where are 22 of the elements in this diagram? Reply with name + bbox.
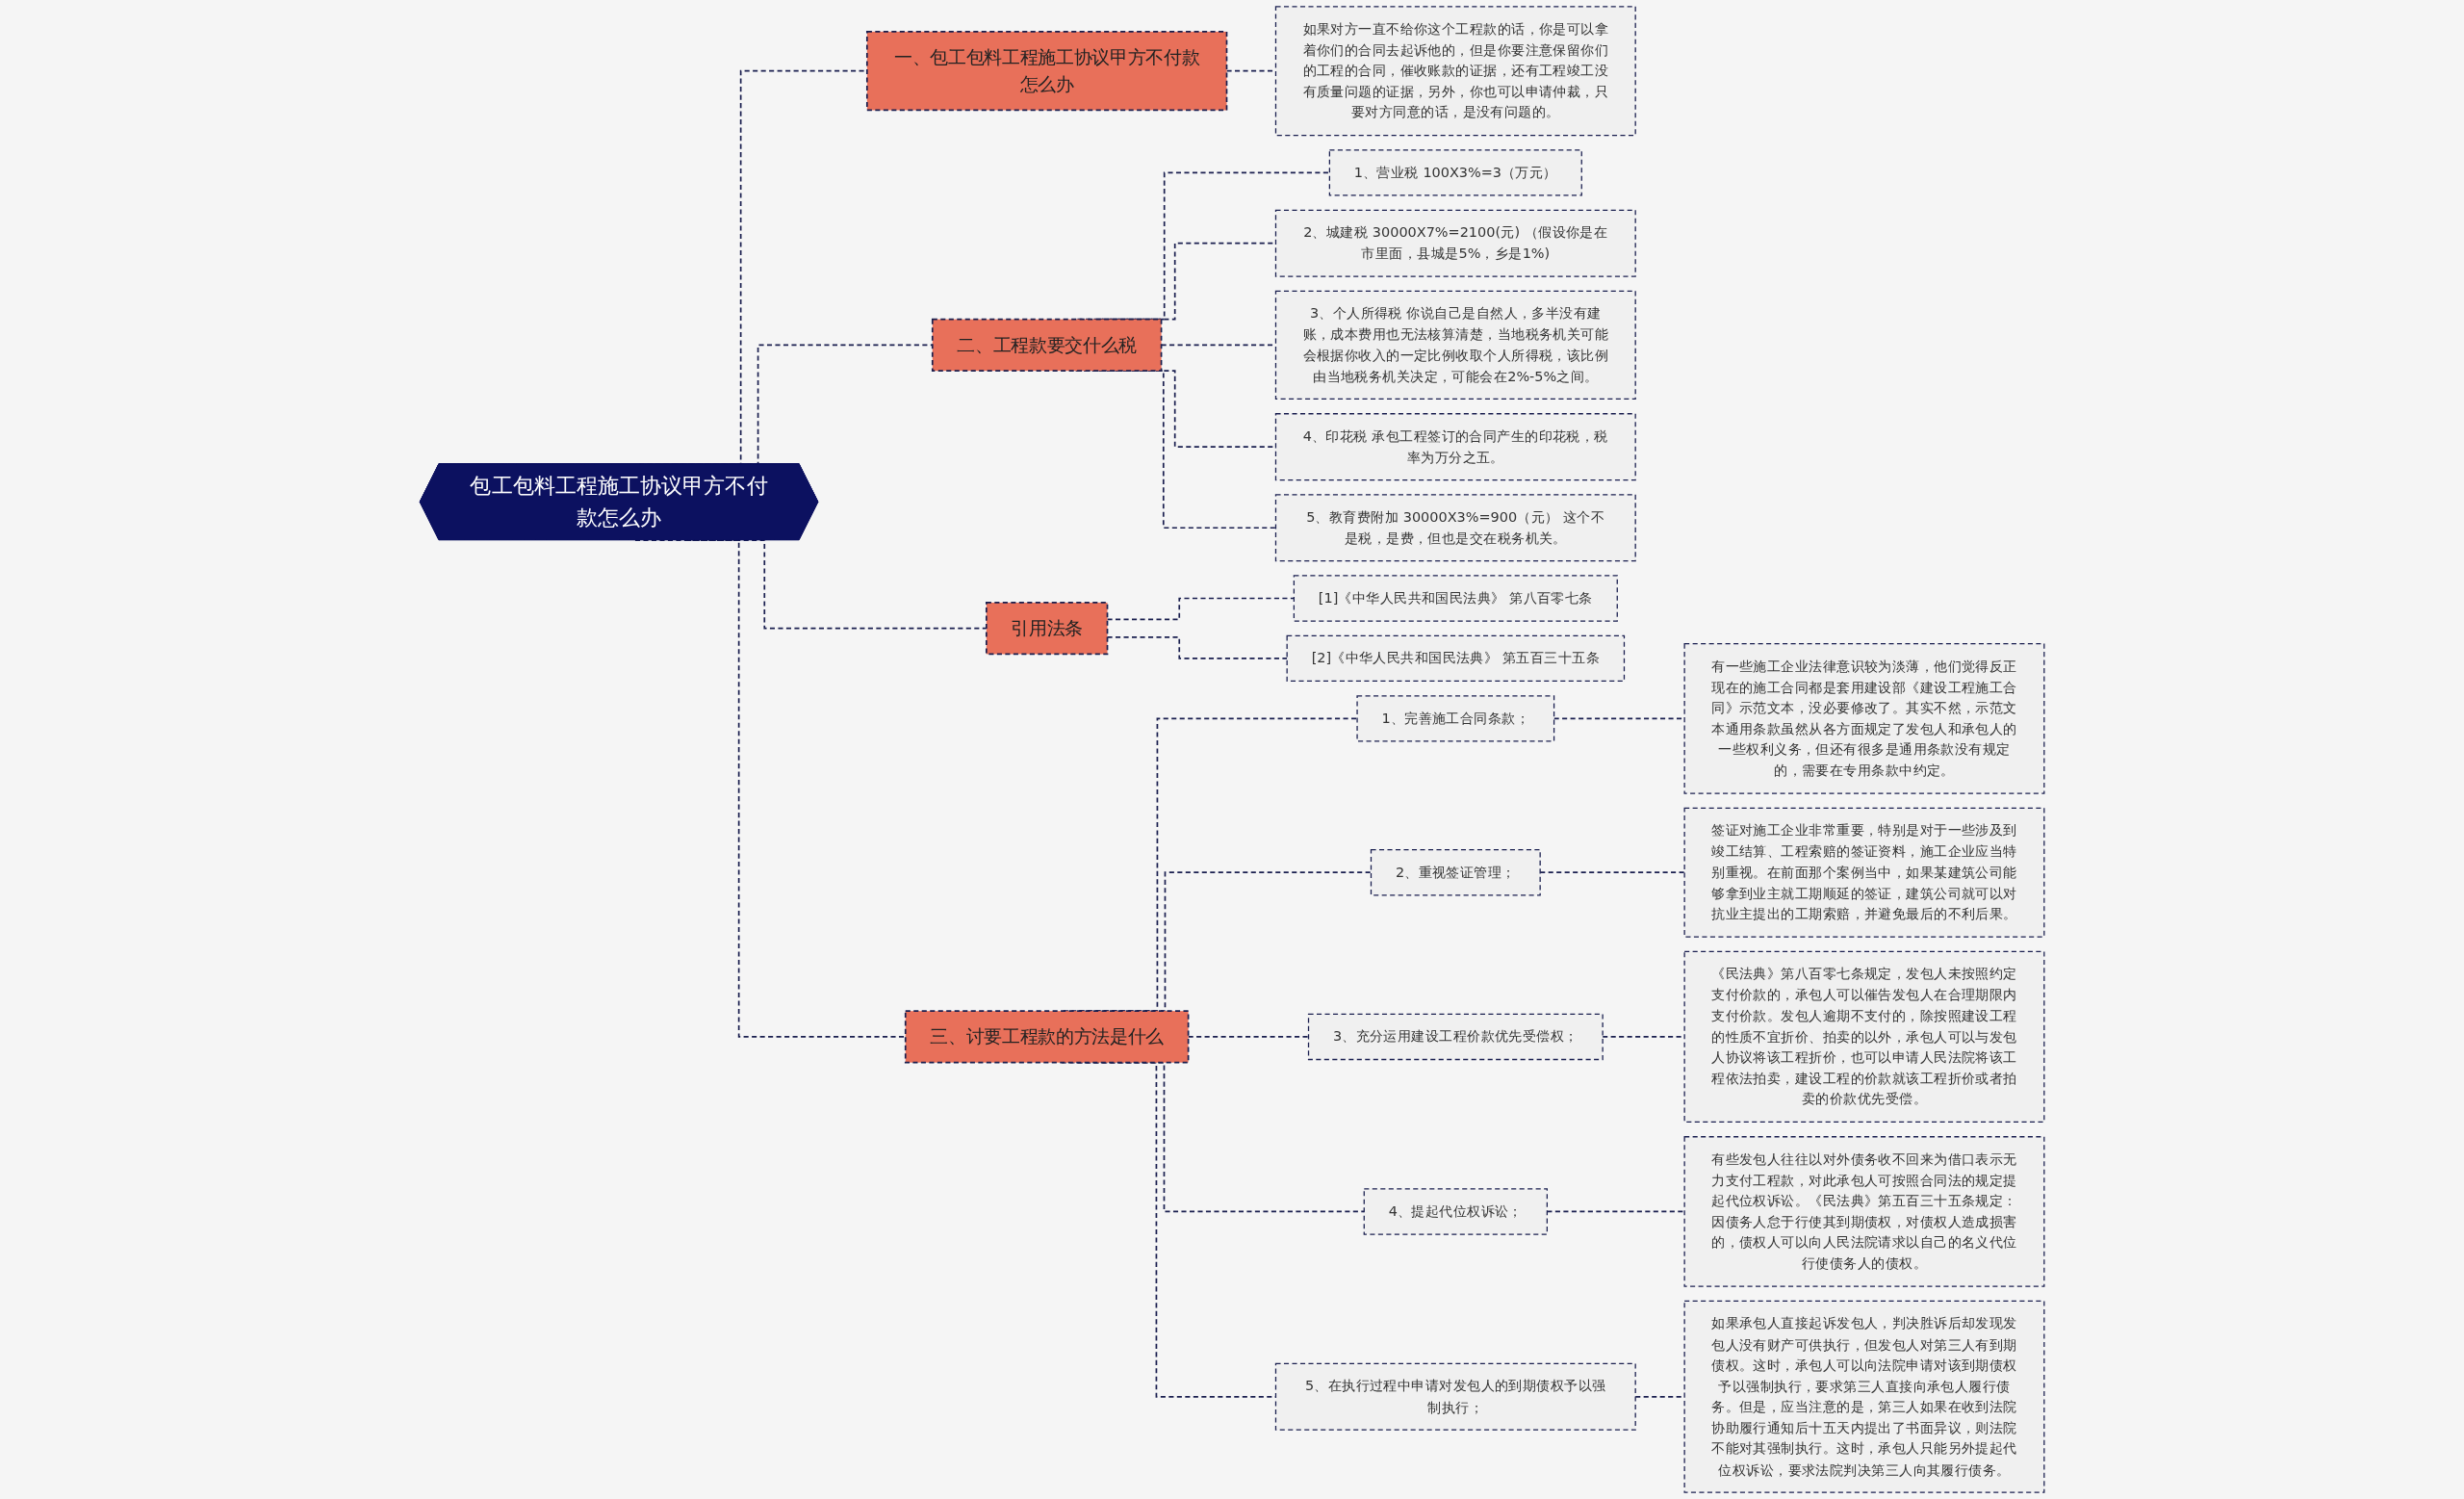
node-box: 如果承包人直接起诉发包人，判决胜诉后却发现发包人没有财产可供执行，但发包人对第三人有到期债权。这时，承包人可以向法院申请对该到期债权予以强制执行，要求第三人直接向承包人履行债务。但是，应当注意的是，第三人如果在收到法院协助履行通知后十五天内提出了书面异议，则法院不能对其强制执行。这时，承包人只能另外提起代位权诉讼，要求法院判决第三人向其履行债务。 [1683,1300,2045,1493]
node-box: 《民法典》第八百零七条规定，发包人未按照约定支付价款的，承包人可以催告发包人在合理期限内支付价款。发包人逾期不支付的，除按照建设工程的性质不宜折价、拍卖的以外，承包人可以与发包人协议将该工程折价，也可以申请人民法院将该工程依法拍卖，建设工程的价款就该工程折价或者拍卖的价款优先受偿。 [1683,950,2045,1124]
node-box: [2]《中华人民共和国民法典》 第五百三十五条 [1286,634,1626,683]
node-box: 5、在执行过程中申请对发包人的到期债权予以强制执行； [1274,1362,1636,1431]
node-box: 一、包工包料工程施工协议甲方不付款怎么办 [865,31,1228,112]
node-box: 有些发包人往往以对外债务收不回来为借口表示无力支付工程款，对此承包人可按照合同法的规定提起代位权诉讼。《民法典》第五百三十五条规定：因债务人怠于行使其到期债权，对债权人造成损害的，债权人可以向人民法院请求以自己的名义代位行使债务人的债权。 [1683,1136,2045,1287]
node-box: 5、教育费附加 30000X3%=900（元） 这个不是税，是费，但也是交在税务机关。 [1274,494,1636,562]
node-box: 2、重视签证管理； [1370,849,1541,896]
node-box: 三、讨要工程款的方法是什么 [904,1010,1190,1064]
node-box: [1]《中华人民共和国民法典》 第八百零七条 [1293,575,1618,622]
node-box: 4、印花税 承包工程签订的合同产生的印花税，税率为万分之五。 [1274,413,1636,481]
node-box: 1、完善施工合同条款； [1356,695,1555,742]
node-box: 3、个人所得税 你说自己是自然人，多半没有建账，成本费用也无法核算清楚，当地税务机关可能会根据你收入的一定比例收取个人所得税，该比例由当地税务机关决定，可能会在2%-5%之间。 [1274,290,1636,401]
node-box: 有一些施工企业法律意识较为淡薄，他们觉得反正现在的施工合同都是套用建设部《建设工程施工合同》示范文本，没必要修改了。其实不然，示范文本通用条款虽然从各方面规定了发包人和承包人的一些权利义务，但还有很多是通用条款没有规定的，需要在专用条款中约定。 [1683,643,2045,794]
node-box: 如果对方一直不给你这个工程款的话，你是可以拿着你们的合同去起诉他的，但是你要注意保留你们的工程的合同，催收账款的证据，还有工程竣工没有质量问题的证据，另外，你也可以申请仲裁，只要对方同意的话，是没有问题的。 [1274,6,1636,137]
node-box: 签证对施工企业非常重要，特别是对于一些涉及到竣工结算、工程索赔的签证资料，施工企业应当特别重视。在前面那个案例当中，如果某建筑公司能够拿到业主就工期顺延的签证，建筑公司就可以对抗业主提出的工期索赔，并避免最后的不利后果。 [1683,807,2045,938]
node-box: 3、充分运用建设工程价款优先受偿权； [1307,1013,1604,1061]
node-box: 2、城建税 30000X7%=2100(元) （假设你是在市里面，县城是5%，乡是1%) [1274,209,1636,277]
node-box: 二、工程款要交什么税 [931,318,1163,372]
node-box: 引用法条 [985,602,1109,656]
node-box: 4、提起代位权诉讼； [1363,1188,1548,1235]
node-box: 1、营业税 100X3%=3（万元） [1328,149,1582,196]
